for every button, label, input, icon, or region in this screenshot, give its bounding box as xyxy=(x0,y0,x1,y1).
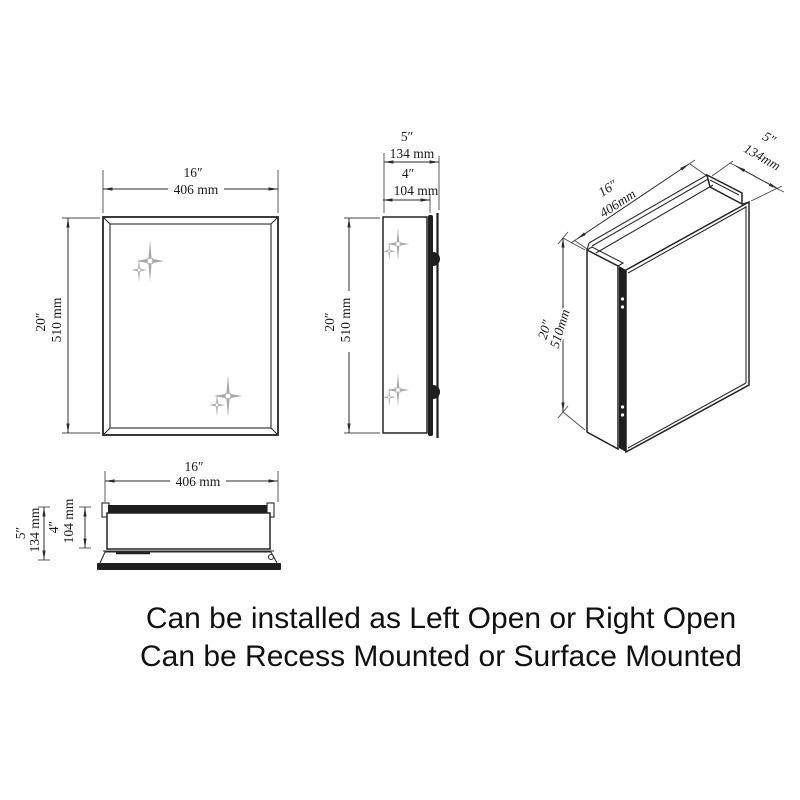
iso-hinge-edge xyxy=(619,266,626,452)
iso-side-panel xyxy=(586,248,619,451)
front-mirror-door xyxy=(102,216,279,436)
flange-hook-icon xyxy=(267,553,275,561)
caption: Can be installed as Left Open or Right O… xyxy=(140,602,742,673)
isometric-view: 16″ 406mm 5″ 134mm 20″ 510mm xyxy=(533,129,785,454)
front-view: 16″ 406 mm 20″ 510 mm xyxy=(33,165,279,436)
hinge-pin-icon xyxy=(620,297,625,301)
side-depth-outer-mm-label: 134 mm xyxy=(390,146,435,161)
side-door-edge xyxy=(428,215,433,436)
front-height-inch-label: 20″ xyxy=(33,312,48,331)
side-height-inch-label: 20″ xyxy=(322,312,337,331)
bottom-door-edge xyxy=(108,505,267,513)
side-depth-inner-inch-label: 4″ xyxy=(402,166,414,181)
front-width-inch-label: 16″ xyxy=(183,165,202,180)
hinge-pin-icon xyxy=(620,405,625,409)
bottom-cabinet-body xyxy=(106,512,271,550)
side-height-mm-label: 510 mm xyxy=(338,297,353,342)
caption-line-2: Can be Recess Mounted or Surface Mounted xyxy=(140,640,742,673)
bottom-width-inch-label: 16″ xyxy=(184,459,203,474)
iso-depth-inch-label: 5″ xyxy=(760,129,779,148)
side-view: 5″ 134 mm 4″ 104 mm 20″ 510 mm xyxy=(322,129,440,438)
front-height-mm-label: 510 mm xyxy=(49,297,64,342)
side-depth-inner-mm-label: 104 mm xyxy=(394,183,439,198)
bottom-flange-bar xyxy=(97,563,281,570)
bottom-width-mm-label: 406 mm xyxy=(176,474,221,489)
bottom-depth-outer-inch-label: 5″ xyxy=(13,527,28,539)
bottom-depth-outer-mm-label: 134 mm xyxy=(27,507,42,552)
side-depth-outer-inch-label: 5″ xyxy=(401,129,413,144)
bottom-depth-inner-mm-label: 104 mm xyxy=(61,498,76,543)
caption-line-1: Can be installed as Left Open or Right O… xyxy=(146,602,736,635)
iso-depth-mm-label: 134mm xyxy=(741,141,783,174)
iso-top-flange xyxy=(705,173,743,206)
side-cabinet-body xyxy=(382,216,428,434)
bottom-view: 16″ 406 mm 4″ 104 mm 5″ 134 mm xyxy=(13,459,281,570)
front-width-mm-label: 406 mm xyxy=(174,182,219,197)
hinge-pin-icon xyxy=(620,305,625,309)
hinge-pin-icon xyxy=(620,413,625,417)
bottom-depth-inner-inch-label: 4″ xyxy=(46,521,61,533)
